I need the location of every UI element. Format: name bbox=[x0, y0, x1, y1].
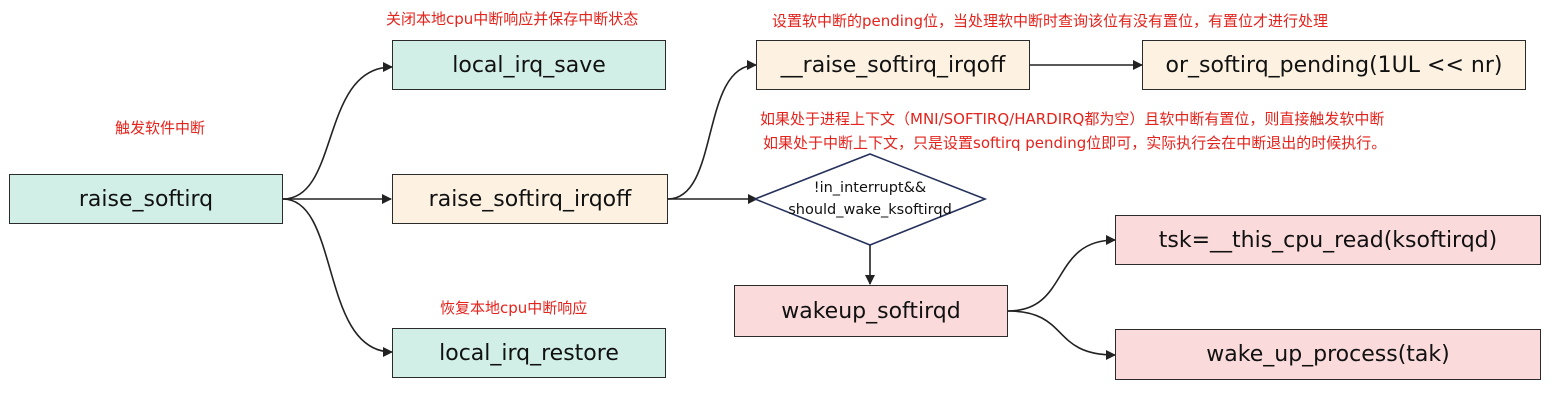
node-raise-softirq: raise_softirq bbox=[9, 174, 283, 224]
condition-text: !in_interrupt&& should_wake_ksoftirqd bbox=[755, 177, 985, 221]
note-trigger: 触发软件中断 bbox=[115, 119, 206, 137]
node-raise-softirq-irqoff: raise_softirq_irqoff bbox=[392, 174, 668, 224]
condition-diamond bbox=[752, 153, 988, 246]
edge-raise-to-restore bbox=[282, 198, 393, 357]
node-or-softirq-pending: or_softirq_pending(1UL << nr) bbox=[1142, 40, 1526, 90]
edge-irqoff-to-inner bbox=[667, 60, 757, 200]
node-wake-up-process: wake_up_process(tak) bbox=[1115, 329, 1541, 380]
node-local-irq-restore: local_irq_restore bbox=[392, 328, 666, 378]
note-context-1: 如果处于进程上下文（MNI/SOFTIRQ/HARDIRQ都为空）且软中断有置位… bbox=[760, 110, 1385, 128]
condition-line-2: should_wake_ksoftirqd bbox=[788, 202, 952, 218]
edge-wakeup-to-tsk bbox=[1007, 235, 1116, 312]
edge-raise-to-save bbox=[282, 62, 393, 200]
note-save: 关闭本地cpu中断响应并保存中断状态 bbox=[386, 10, 639, 28]
note-context-2: 如果处于中断上下文，只是设置softirq pending位即可，实际执行会在中… bbox=[763, 134, 1387, 152]
node-raise-softirq-irqoff-inner: __raise_softirq_irqoff bbox=[756, 40, 1030, 90]
node-local-irq-save: local_irq_save bbox=[392, 40, 666, 90]
note-pending: 设置软中断的pending位，当处理软中断时查询该位有没有置位，有置位才进行处理 bbox=[772, 12, 1328, 30]
edge-wakeup-to-wake bbox=[1007, 310, 1116, 360]
node-tsk-read: tsk=__this_cpu_read(ksoftirqd) bbox=[1115, 215, 1541, 265]
condition-line-1: !in_interrupt&& bbox=[813, 180, 927, 196]
node-wakeup-softirqd: wakeup_softirqd bbox=[734, 285, 1008, 337]
note-restore: 恢复本地cpu中断响应 bbox=[440, 299, 588, 317]
